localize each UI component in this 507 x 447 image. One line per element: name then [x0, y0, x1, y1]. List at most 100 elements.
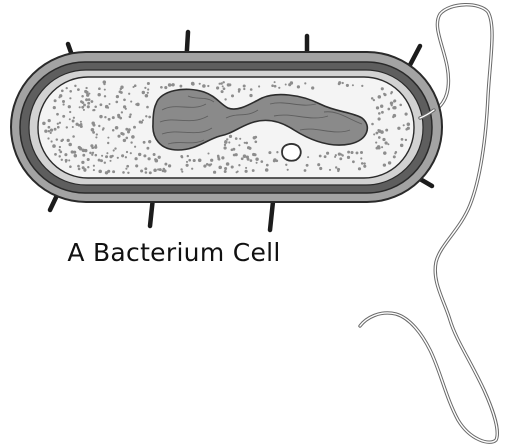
ribosome-dot — [48, 126, 51, 129]
ribosome-dot — [68, 105, 71, 108]
ribosome-dot — [74, 85, 76, 87]
ribosome-dot — [169, 84, 171, 86]
ribosome-dot — [252, 169, 255, 172]
ribosome-dot — [260, 160, 263, 163]
ribosome-dot — [106, 152, 108, 154]
ribosome-dot — [69, 111, 71, 113]
ribosome-dot — [58, 155, 60, 157]
ribosome-dot — [160, 169, 162, 171]
ribosome-dot — [407, 127, 410, 130]
ribosome-dot — [371, 97, 374, 100]
ribosome-dot — [319, 167, 322, 170]
ribosome-dot — [375, 132, 378, 135]
ribosome-dot — [105, 155, 108, 158]
ribosome-dot — [140, 169, 143, 172]
ribosome-dot — [393, 100, 395, 102]
ribosome-dot — [69, 90, 72, 93]
ribosome-dot — [378, 130, 381, 133]
ribosome-dot — [231, 94, 234, 97]
ribosome-dot — [342, 82, 344, 84]
ribosome-dot — [373, 133, 375, 135]
ribosome-dot — [95, 136, 97, 138]
ribosome-dot — [44, 130, 47, 133]
ribosome-dot — [358, 167, 361, 170]
ribosome-dot — [109, 160, 111, 162]
ribosome-dot — [256, 162, 258, 164]
ribosome-dot — [62, 100, 65, 103]
ribosome-dot — [126, 151, 128, 153]
ribosome-dot — [135, 157, 138, 160]
ribosome-dot — [111, 155, 113, 157]
ribosome-dot — [77, 165, 80, 168]
ribosome-dot — [254, 140, 257, 143]
ribosome-dot — [224, 170, 227, 173]
ribosome-dot — [375, 142, 377, 144]
ribosome-dot — [112, 170, 115, 173]
ribosome-dot — [57, 126, 60, 129]
ribosome-dot — [392, 116, 394, 118]
ribosome-dot — [104, 95, 106, 97]
ribosome-dot — [88, 98, 91, 101]
ribosome-dot — [123, 98, 126, 101]
ribosome-dot — [347, 156, 350, 159]
ribosome-dot — [382, 138, 385, 141]
ribosome-dot — [219, 83, 221, 85]
ribosome-dot — [113, 149, 115, 151]
ribosome-dot — [238, 88, 241, 91]
ribosome-dot — [397, 127, 400, 130]
ribosome-dot — [98, 125, 100, 127]
ribosome-dot — [73, 151, 76, 154]
ribosome-dot — [255, 157, 258, 160]
ribosome-dot — [120, 132, 123, 135]
ribosome-dot — [103, 83, 105, 85]
ribosome-dot — [86, 94, 89, 97]
ribosome-dot — [171, 83, 174, 86]
ribosome-dot — [222, 85, 224, 87]
ribosome-dot — [335, 166, 337, 168]
ribosome-dot — [50, 128, 53, 131]
ribosome-dot — [128, 93, 130, 95]
ribosome-dot — [91, 122, 94, 125]
ribosome-dot — [84, 168, 87, 171]
ribosome-dot — [392, 106, 395, 109]
ribosome-dot — [134, 146, 136, 148]
ribosome-dot — [385, 129, 388, 132]
ribosome-dot — [119, 117, 122, 120]
ribosome-dot — [224, 140, 228, 144]
ribosome-dot — [226, 162, 230, 166]
ribosome-dot — [148, 116, 151, 119]
ribosome-dot — [58, 149, 60, 151]
ribosome-dot — [226, 138, 228, 140]
ribosome-dot — [188, 159, 191, 162]
diagram-caption: A Bacterium Cell — [0, 238, 348, 267]
ribosome-dot — [91, 146, 94, 149]
ribosome-dot — [146, 106, 149, 109]
ribosome-dot — [352, 160, 355, 163]
ribosome-dot — [193, 159, 196, 162]
ribosome-dot — [117, 157, 119, 159]
ribosome-dot — [147, 82, 150, 85]
ribosome-dot — [134, 84, 137, 87]
ribosome-dot — [160, 86, 163, 89]
ribosome-dot — [223, 87, 226, 90]
ribosome-dot — [254, 136, 257, 139]
ribosome-dot — [62, 139, 64, 141]
ribosome-dot — [107, 142, 109, 144]
ribosome-dot — [199, 83, 201, 85]
ribosome-dot — [105, 171, 108, 174]
ribosome-dot — [218, 166, 222, 170]
ribosome-dot — [285, 164, 287, 166]
ribosome-dot — [74, 154, 77, 157]
ribosome-dot — [271, 84, 274, 87]
ribosome-dot — [117, 114, 120, 117]
ribosome-dot — [179, 85, 182, 88]
ribosome-dot — [56, 113, 59, 116]
ribosome-dot — [273, 158, 276, 161]
ribosome-dot — [181, 156, 183, 158]
ribosome-dot — [56, 138, 58, 140]
ribosome-dot — [130, 101, 132, 103]
ribosome-dot — [247, 146, 250, 149]
ribosome-dot — [376, 106, 379, 109]
ribosome-dot — [276, 151, 278, 153]
ribosome-dot — [403, 124, 405, 126]
